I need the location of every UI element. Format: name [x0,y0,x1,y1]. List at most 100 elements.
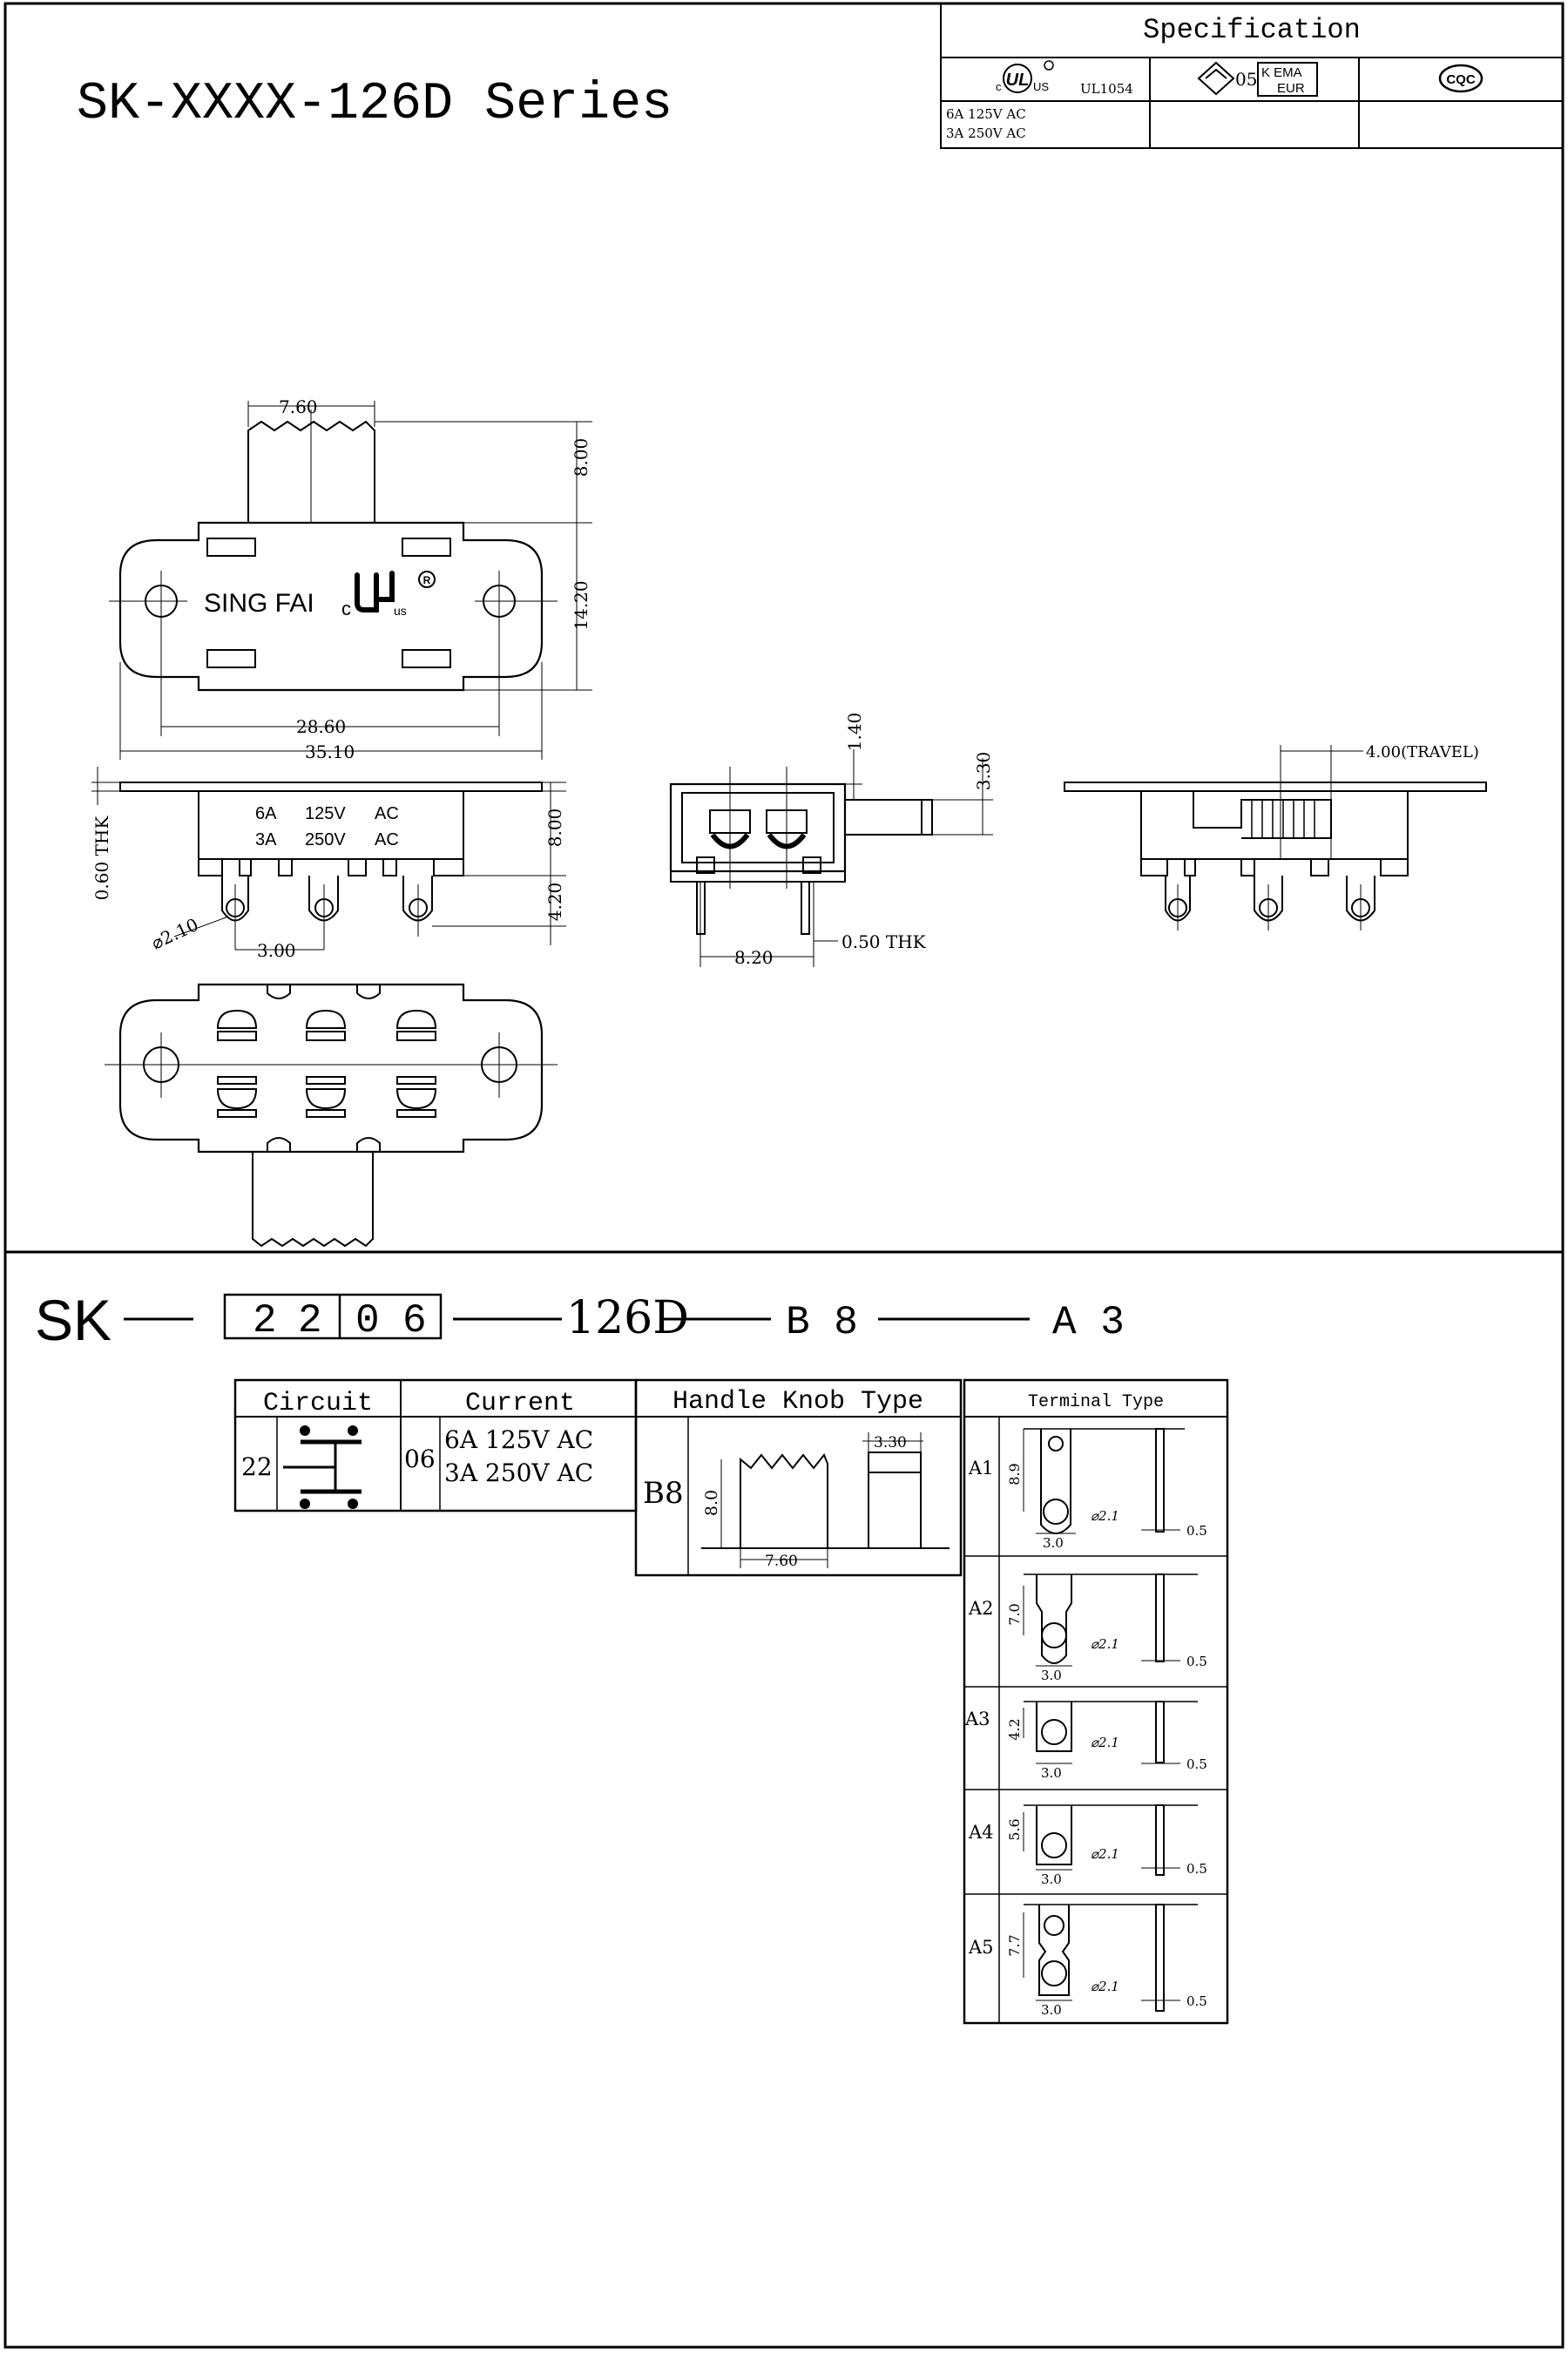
mount-plate [119,782,543,792]
knob-dim-thickness: 3.30 [874,1434,907,1452]
svg-text:125V: 125V [305,804,346,823]
circuit-symbol-icon [283,1425,362,1509]
order-digit-3: 0 [355,1298,380,1343]
dim-terminal-hole: ⌀2.10 [148,914,201,954]
svg-text:3.0: 3.0 [1041,1765,1062,1781]
spec-rating-1: 6A 125V AC [946,106,1026,122]
order-digit-4: 6 [402,1298,427,1343]
dim-plate-thickness: 0.60 THK [91,815,112,901]
order-code: SK 2 2 0 6 126D B 8 A 3 [35,1288,1125,1352]
svg-text:K EMA: K EMA [1261,65,1302,80]
current-code: 06 [404,1445,436,1473]
svg-text:A3: A3 [964,1709,990,1729]
dim-terminal-pitch: 3.00 [257,940,296,961]
svg-text:⌀2.1: ⌀2.1 [1091,1846,1119,1862]
bottom-view [105,983,558,1248]
circuit-table: Circuit Current 22 06 6A 125V AC 3A 250V… [233,1378,638,1512]
terminal-row-a1: A1 8.9 ⌀2.1 3.0 0.5 [968,1428,1207,1551]
dim-terminal-span: 8.20 [734,947,774,968]
header-circuit: Circuit [263,1389,373,1418]
knob-dim-width: 7.60 [765,1553,798,1570]
svg-text:EUR: EUR [1277,81,1305,96]
svg-text:5.6: 5.6 [1006,1818,1023,1840]
svg-text:3.0: 3.0 [1041,2002,1062,2018]
svg-text:0.5: 0.5 [1186,1861,1207,1877]
svg-text:AC: AC [375,804,399,823]
kema-keur-mark-icon: 05 K EMA EUR [1197,61,1318,97]
svg-text:0.5: 0.5 [1186,1993,1207,2009]
order-digit-1: 2 [253,1298,277,1343]
spec-header: Specification [1143,14,1361,46]
circuit-code: 22 [241,1452,273,1481]
section-view: 8.20 0.50 THK 1.40 3.30 [669,713,994,968]
dim-hole-pitch: 28.60 [296,716,346,737]
terminal-table: Terminal Type A1 8.9 ⌀2.1 3.0 0.5 A2 7.0 [963,1378,1229,2025]
cqc-mark-icon: CQC [1438,64,1484,93]
knob-table: Handle Knob Type B8 3.30 8.0 7.60 [634,1378,963,1577]
current-line-1: 6A 125V AC [444,1425,593,1454]
svg-text:AC: AC [375,830,399,849]
svg-text:3.0: 3.0 [1043,1535,1064,1551]
dim-side-height: 8.00 [544,809,565,848]
ul-standard: UL1054 [1080,81,1133,97]
order-digit-2: 2 [298,1298,322,1343]
svg-text:4.2: 4.2 [1006,1718,1023,1740]
ul-mark-icon: c us R [341,571,436,619]
sheet-border [3,2,1565,2349]
dim-knob-width: 7.60 [279,396,318,417]
dim-knob-height: 8.00 [571,438,591,477]
dim-overall-length: 35.10 [305,741,355,762]
svg-text:3.0: 3.0 [1041,1871,1062,1887]
svg-text:UL: UL [1006,71,1030,90]
svg-text:A5: A5 [968,1937,994,1958]
svg-text:A2: A2 [968,1598,994,1619]
dim-body-height: 14.20 [571,580,591,630]
housing-outline [118,521,544,692]
svg-text:7.7: 7.7 [1006,1934,1023,1956]
page-title: SK-XXXX-126D Series [77,75,672,134]
svg-text:A1: A1 [968,1458,994,1479]
ul-mark-icon: UL c US [996,60,1054,93]
svg-text:US: US [1033,80,1049,93]
terminal-row-a4: A4 5.6 ⌀2.1 3.0 0.5 [968,1804,1207,1887]
svg-text:CQC: CQC [1446,72,1476,87]
spec-table: Specification UL c US UL1054 05 K EMA EU… [940,3,1564,149]
header-knob-type: Handle Knob Type [672,1387,923,1417]
svg-text:⌀2.1: ⌀2.1 [1091,1979,1119,1994]
svg-text:⌀2.1: ⌀2.1 [1091,1735,1119,1750]
top-view: SING FAI c us R 7.60 8.00 14.20 28.60 35… [109,396,592,762]
front-view: 6A 125V AC 3A 250V AC 0.60 THK 8.00 4.20… [91,767,566,961]
terminal-row-a3: A3 4.2 ⌀2.1 3.0 0.5 [964,1701,1207,1781]
current-line-2: 3A 250V AC [444,1458,593,1487]
order-prefix: SK [35,1288,112,1352]
svg-text:R: R [423,574,431,586]
dim-terminal-length: 4.20 [544,883,565,922]
dim-top-offset: 1.40 [844,713,865,752]
brand-marking: SING FAI [204,589,314,618]
svg-text:0.5: 0.5 [1186,1523,1207,1539]
svg-text:3A: 3A [255,830,277,849]
svg-text:3.0: 3.0 [1041,1668,1062,1683]
svg-text:c: c [996,80,1002,93]
terminal-row-a2: A2 7.0 ⌀2.1 3.0 0.5 [968,1573,1207,1683]
svg-text:8.9: 8.9 [1006,1463,1023,1485]
travel-view: 4.00(TRAVEL) [1064,743,1487,930]
dim-knob-thickness: 3.30 [973,752,994,791]
knob-code: B8 [643,1476,684,1511]
housing-side [198,790,464,860]
svg-text:0.5: 0.5 [1186,1654,1207,1669]
dim-pin-thickness: 0.50 THK [841,931,927,952]
svg-text:⌀2.1: ⌀2.1 [1091,1508,1119,1524]
svg-text:6A: 6A [255,804,277,823]
svg-text:us: us [394,604,407,618]
knob-outline [247,420,375,523]
svg-text:c: c [341,598,351,619]
knob-dim-height: 8.0 [702,1490,721,1516]
terminal-row-a5: A5 7.7 ⌀2.1 3.0 0.5 [968,1904,1207,2018]
svg-text:A4: A4 [968,1822,994,1843]
spec-rating-2: 3A 250V AC [946,125,1026,141]
order-knob: B 8 [786,1300,858,1345]
svg-text:250V: 250V [305,830,346,849]
